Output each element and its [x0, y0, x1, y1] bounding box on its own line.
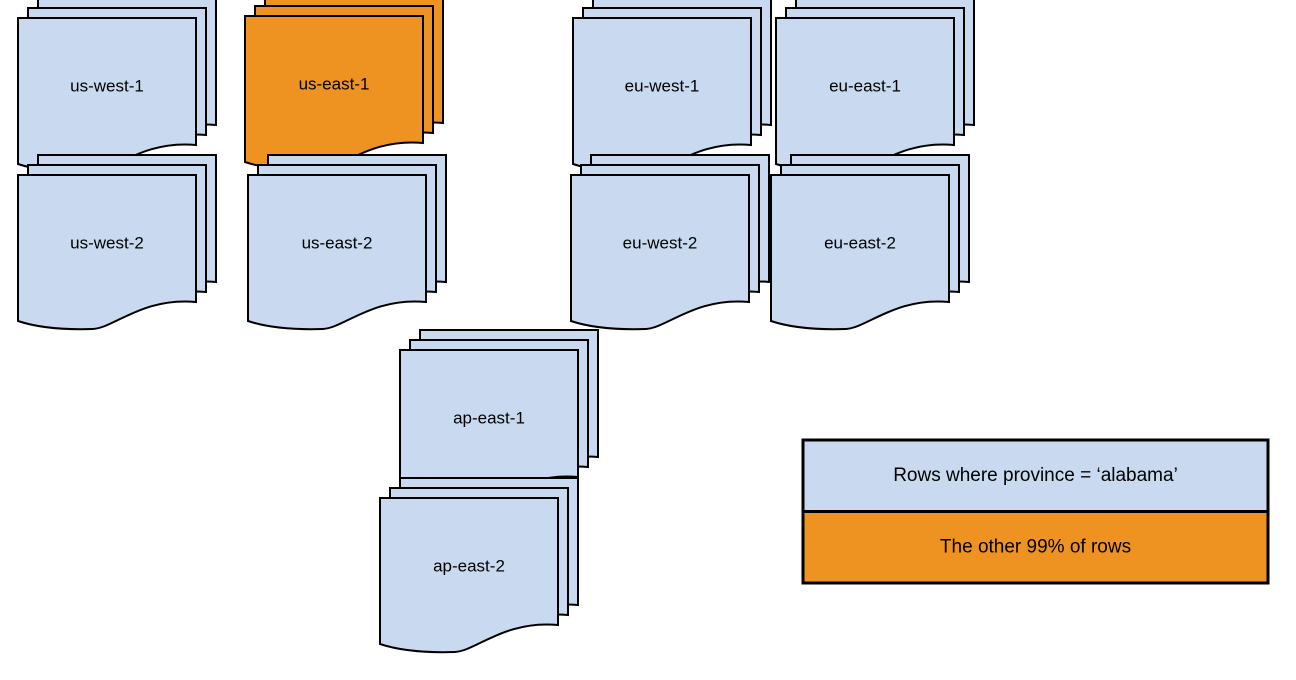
legend-swatch-legend-blue — [801, 438, 1270, 513]
legend-text-legend-blue: Rows where province = ‘alabama’ — [893, 465, 1178, 486]
shard-label-eu-east-2: eu-east-2 — [824, 233, 896, 252]
shard-label-eu-west-1: eu-west-1 — [625, 76, 700, 95]
shard-sheet-front[interactable] — [570, 174, 750, 331]
shard-stack-eu-east-2[interactable]: eu-east-2 — [770, 154, 970, 331]
shard-sheet-front[interactable] — [17, 174, 197, 331]
shard-stack-us-east-2[interactable]: us-east-2 — [247, 154, 447, 331]
shard-stack-eu-east-1[interactable]: eu-east-1 — [775, 0, 975, 174]
shard-group: us-west-1 us-east-1 eu-west-1 eu-east-1 us-w… — [17, 0, 975, 654]
shard-label-us-west-2: us-west-2 — [70, 233, 144, 252]
legend-row-legend-blue: Rows where province = ‘alabama’ — [801, 438, 1270, 513]
legend-group: Rows where province = ‘alabama’ The other… — [801, 438, 1270, 585]
shard-stack-us-west-2[interactable]: us-west-2 — [17, 154, 217, 331]
shard-label-us-west-1: us-west-1 — [70, 76, 144, 95]
shard-sheet-front[interactable] — [379, 497, 559, 654]
shard-label-us-east-1: us-east-1 — [299, 74, 370, 93]
shard-stack-us-west-1[interactable]: us-west-1 — [17, 0, 217, 174]
shard-stack-us-east-1[interactable]: us-east-1 — [244, 0, 444, 172]
shard-label-us-east-2: us-east-2 — [302, 233, 373, 252]
shard-label-eu-west-2: eu-west-2 — [623, 233, 698, 252]
shard-stack-ap-east-2[interactable]: ap-east-2 — [379, 477, 579, 654]
legend-swatch-legend-orange — [801, 510, 1270, 585]
shard-label-ap-east-1: ap-east-1 — [453, 408, 525, 427]
shard-stack-eu-west-1[interactable]: eu-west-1 — [572, 0, 772, 174]
shard-stack-eu-west-2[interactable]: eu-west-2 — [570, 154, 770, 331]
shard-sheet-front[interactable] — [247, 174, 427, 331]
shard-stack-ap-east-1[interactable]: ap-east-1 — [399, 329, 599, 506]
shard-label-ap-east-2: ap-east-2 — [433, 556, 505, 575]
shard-label-eu-east-1: eu-east-1 — [829, 76, 901, 95]
legend-text-legend-orange: The other 99% of rows — [940, 536, 1131, 557]
legend-row-legend-orange: The other 99% of rows — [801, 510, 1270, 585]
shard-sheet-front[interactable] — [770, 174, 950, 331]
